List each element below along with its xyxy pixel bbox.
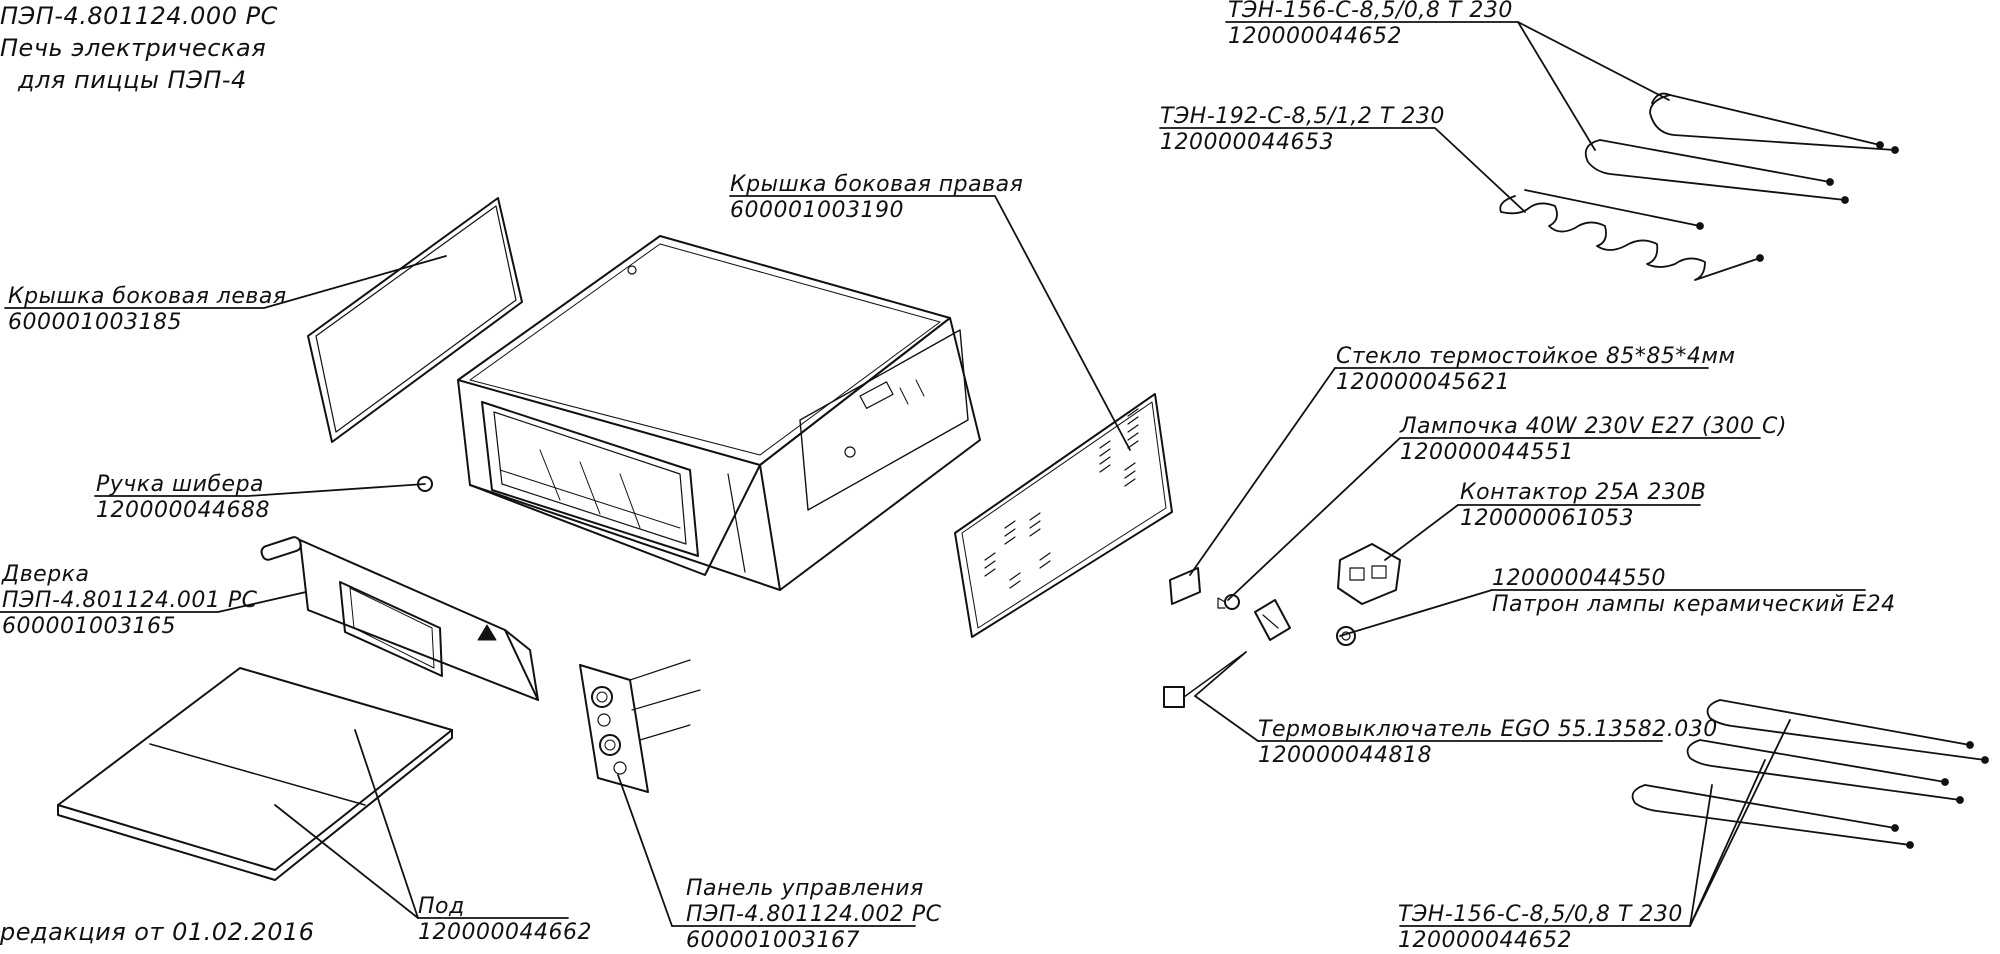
glass-name: Стекло термостойкое 85*85*4мм	[1336, 344, 1736, 369]
lamp-code: 120000044551	[1400, 440, 1574, 465]
lamp-name: Лампочка 40W 230V E27 (300 С)	[1400, 414, 1787, 439]
callout-lamp-holder: 120000044550 Патрон лампы керамический Е…	[1492, 566, 1896, 618]
hearth-code: 120000044662	[418, 920, 592, 945]
hearth-stone-part	[57, 667, 453, 881]
callout-cover-right: Крышка боковая правая 600001003190	[730, 172, 1023, 224]
title-line-3: для пиццы ПЭП-4	[18, 66, 247, 94]
callout-cover-left: Крышка боковая левая 600001003185	[8, 284, 287, 336]
oven-body-part	[457, 235, 981, 591]
lamp-part	[1217, 594, 1240, 610]
glass-part	[1169, 567, 1201, 605]
ten-192-name: ТЭН-192-С-8,5/1,2 Т 230	[1160, 104, 1445, 129]
thermostat-part	[1163, 651, 1247, 708]
damper-handle-name: Ручка шибера	[96, 472, 265, 497]
lamp-holder-code: 120000044550	[1492, 566, 1666, 591]
callout-ten-bottom: ТЭН-156-С-8,5/0,8 Т 230 120000044652	[1398, 902, 1683, 954]
control-panel-name: Панель управления	[686, 876, 924, 901]
contactor-part	[1337, 543, 1401, 605]
callout-thermostat: Термовыключатель EGO 55.13582.030 120000…	[1258, 717, 1718, 769]
left-side-cover-part	[307, 197, 523, 443]
heating-element-top-part	[1499, 92, 1899, 281]
lamp-holder-part	[1336, 626, 1356, 646]
contactor-name: Контактор 25А 230В	[1460, 480, 1707, 505]
cover-left-code: 600001003185	[8, 310, 182, 335]
cover-right-name: Крышка боковая правая	[730, 172, 1024, 197]
door-part	[260, 536, 539, 701]
ten-bottom-name: ТЭН-156-С-8,5/0,8 Т 230	[1398, 902, 1683, 927]
ten-bottom-code: 120000044652	[1398, 928, 1572, 953]
doc-code: ПЭП-4.801124.000 РС	[0, 2, 278, 30]
leader-lines	[0, 21, 1866, 927]
ten-top-code: 120000044652	[1228, 24, 1402, 49]
cover-left-name: Крышка боковая левая	[8, 284, 287, 309]
contactor-code: 120000061053	[1460, 506, 1634, 531]
ten-top-name: ТЭН-156-С-8,5/0,8 Т 230	[1228, 0, 1513, 23]
door-name: Дверка	[2, 562, 90, 587]
hearth-name: Под	[418, 894, 465, 919]
door-code: 600001003165	[2, 614, 176, 639]
title-line-2: Печь электрическая	[0, 34, 267, 62]
callout-door: Дверка ПЭП-4.801124.001 РС 600001003165	[2, 562, 257, 640]
document-title: ПЭП-4.801124.000 РС Печь электрическая д…	[0, 0, 278, 96]
callout-control-panel: Панель управления ПЭП-4.801124.002 РС 60…	[686, 876, 941, 954]
callout-ten-top: ТЭН-156-С-8,5/0,8 Т 230 120000044652	[1228, 0, 1513, 50]
right-side-cover-part	[954, 393, 1173, 638]
damper-handle-code: 120000044688	[96, 498, 270, 523]
glass-code: 120000045621	[1336, 370, 1510, 395]
control-panel-spec: ПЭП-4.801124.002 РС	[686, 902, 942, 927]
control-panel-code: 600001003167	[686, 928, 860, 953]
callout-contactor: Контактор 25А 230В 120000061053	[1460, 480, 1706, 532]
door-spec: ПЭП-4.801124.001 РС	[2, 588, 258, 613]
thermostat-code: 120000044818	[1258, 743, 1432, 768]
cover-right-code: 600001003190	[730, 198, 904, 223]
damper-handle-part	[417, 476, 433, 492]
lamp-bracket-part	[1254, 599, 1291, 641]
control-panel-part	[579, 659, 701, 793]
callout-damper-handle: Ручка шибера 120000044688	[96, 472, 270, 524]
heating-element-bottom-part	[1631, 699, 1989, 849]
revision-note: редакция от 01.02.2016	[0, 918, 315, 946]
ten-192-code: 120000044653	[1160, 130, 1334, 155]
callout-hearth: Под 120000044662	[418, 894, 592, 946]
lamp-holder-name: Патрон лампы керамический Е24	[1492, 592, 1896, 617]
thermostat-name: Термовыключатель EGO 55.13582.030	[1258, 717, 1718, 742]
callout-ten-192: ТЭН-192-С-8,5/1,2 Т 230 120000044653	[1160, 104, 1445, 156]
callout-glass: Стекло термостойкое 85*85*4мм 1200000456…	[1336, 344, 1736, 396]
callout-lamp: Лампочка 40W 230V E27 (300 С) 1200000445…	[1400, 414, 1787, 466]
